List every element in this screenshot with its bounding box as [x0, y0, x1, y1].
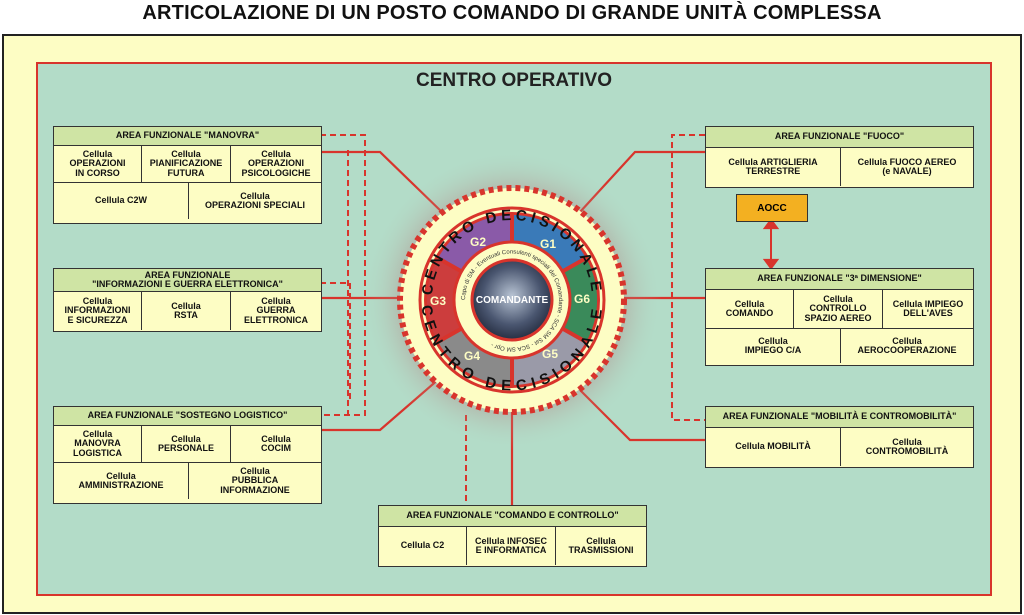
cell-pubblica-informazione: Cellula PUBBLICA INFORMAZIONE [220, 465, 290, 495]
area-fuoco-header: AREA FUNZIONALE "FUOCO" [706, 127, 973, 148]
comandante-label: COMANDANTE [476, 295, 549, 306]
area-terza-dimensione: AREA FUNZIONALE "3ª DIMENSIONE" Cellula … [705, 268, 974, 366]
g3-label: G3 [430, 294, 446, 308]
area-comando-controllo: AREA FUNZIONALE "COMANDO E CONTROLLO" Ce… [378, 505, 647, 567]
cell-c2: Cellula C2 [379, 527, 467, 565]
cell-impiego-ca: Cellula IMPIEGO C/A [706, 329, 841, 363]
cell-operazioni-in-corso: Cellula OPERAZIONI IN CORSO [54, 146, 142, 182]
area-sostegno-logistico: AREA FUNZIONALE "SOSTEGNO LOGISTICO" Cel… [53, 406, 322, 504]
area-mobilita: AREA FUNZIONALE "MOBILITÀ E CONTROMOBILI… [705, 406, 974, 468]
cell-artiglieria-terrestre: Cellula ARTIGLIERIA TERRESTRE [706, 148, 841, 186]
aocc-box: AOCC [736, 194, 808, 222]
cell-contromobilita: Cellula CONTROMOBILITÀ [865, 436, 949, 456]
area-fuoco: AREA FUNZIONALE "FUOCO" Cellula ARTIGLIE… [705, 126, 974, 188]
g4-label: G4 [464, 349, 480, 363]
area-informazioni: AREA FUNZIONALE "INFORMAZIONI E GUERRA E… [53, 268, 322, 332]
cell-operazioni-psicologiche: Cellula OPERAZIONI PSICOLOGICHE [241, 148, 311, 178]
cell-informazioni-sicurezza: Cellula INFORMAZIONI E SICUREZZA [54, 292, 142, 330]
cell-amministrazione: Cellula AMMINISTRAZIONE [54, 463, 189, 499]
cell-pianificazione-futura: Cellula PIANIFICAZIONE FUTURA [142, 146, 231, 182]
cell-manovra-logistica: Cellula MANOVRA LOGISTICA [54, 426, 142, 462]
centro-decisionale-wheel [362, 150, 662, 450]
area-sostegno-header: AREA FUNZIONALE "SOSTEGNO LOGISTICO" [54, 407, 321, 426]
cell-fuoco-aereo: Cellula FUOCO AEREO (e NAVALE) [857, 156, 957, 176]
g5-label: G5 [542, 347, 558, 361]
area-informazioni-header: AREA FUNZIONALE "INFORMAZIONI E GUERRA E… [54, 269, 321, 292]
g6-label: G6 [574, 292, 590, 306]
area-mobilita-header: AREA FUNZIONALE "MOBILITÀ E CONTROMOBILI… [706, 407, 973, 428]
cell-mobilita: Cellula MOBILITÀ [706, 428, 841, 466]
cell-guerra-elettronica: Cellula GUERRA ELETTRONICA [244, 295, 308, 325]
centro-operativo-title: CENTRO OPERATIVO [416, 70, 612, 91]
cell-infosec-informatica: Cellula INFOSEC E INFORMATICA [467, 527, 556, 565]
area-manovra-header: AREA FUNZIONALE "MANOVRA" [54, 127, 321, 146]
g2-label: G2 [470, 235, 486, 249]
cell-c2w: Cellula C2W [54, 183, 189, 219]
cell-impiego-aves: Cellula IMPIEGO DELL'AVES [892, 298, 964, 318]
g1-label: G1 [540, 237, 556, 251]
cell-cocim: Cellula COCIM [261, 433, 291, 453]
cell-comando: Cellula COMANDO [706, 290, 794, 328]
cell-rsta: Cellula RSTA [142, 292, 231, 330]
cell-trasmissioni: Cellula TRASMISSIONI [568, 535, 634, 555]
cell-personale: Cellula PERSONALE [142, 426, 231, 462]
page-title: ARTICOLAZIONE DI UN POSTO COMANDO DI GRA… [142, 2, 882, 24]
area-terza-header: AREA FUNZIONALE "3ª DIMENSIONE" [706, 269, 973, 290]
area-comando-header: AREA FUNZIONALE "COMANDO E CONTROLLO" [379, 506, 646, 527]
cell-controllo-spazio-aereo: Cellula CONTROLLO SPAZIO AEREO [794, 290, 883, 328]
cell-aerocooperazione: Cellula AEROCOOPERAZIONE [857, 335, 957, 355]
cell-operazioni-speciali: Cellula OPERAZIONI SPECIALI [204, 190, 305, 210]
area-manovra: AREA FUNZIONALE "MANOVRA" Cellula OPERAZ… [53, 126, 322, 224]
